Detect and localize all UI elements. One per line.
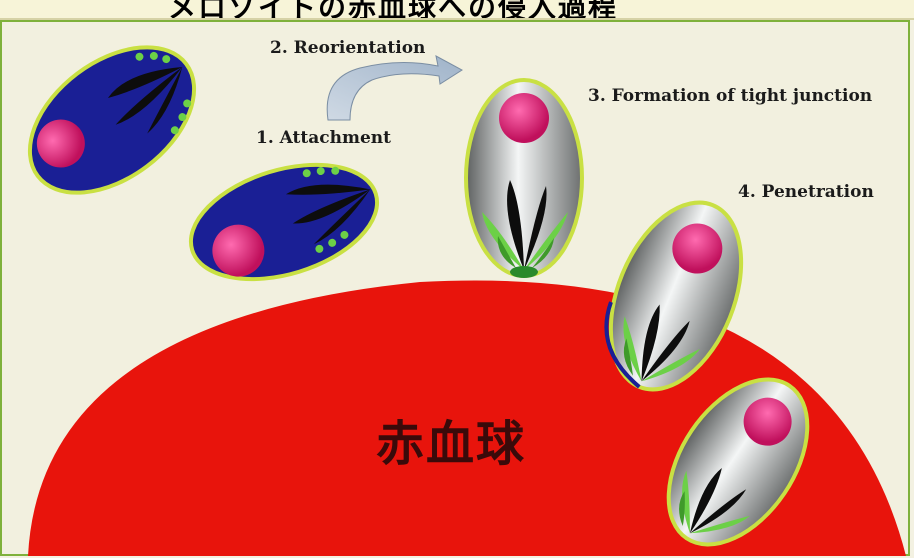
merozoite-attachment-2 — [177, 144, 391, 300]
step2-label: 2. Reorientation — [270, 38, 425, 58]
step4-label: 4. Penetration — [738, 182, 874, 202]
step1-label: 1. Attachment — [256, 128, 391, 148]
step3-label: 3. Formation of tight junction — [588, 86, 872, 106]
merozoite-tight-junction — [466, 80, 582, 278]
red-blood-cell-label: 赤血球 — [376, 404, 526, 474]
reorientation-arrow — [327, 56, 462, 120]
merozoite-attachment-1 — [3, 18, 221, 223]
